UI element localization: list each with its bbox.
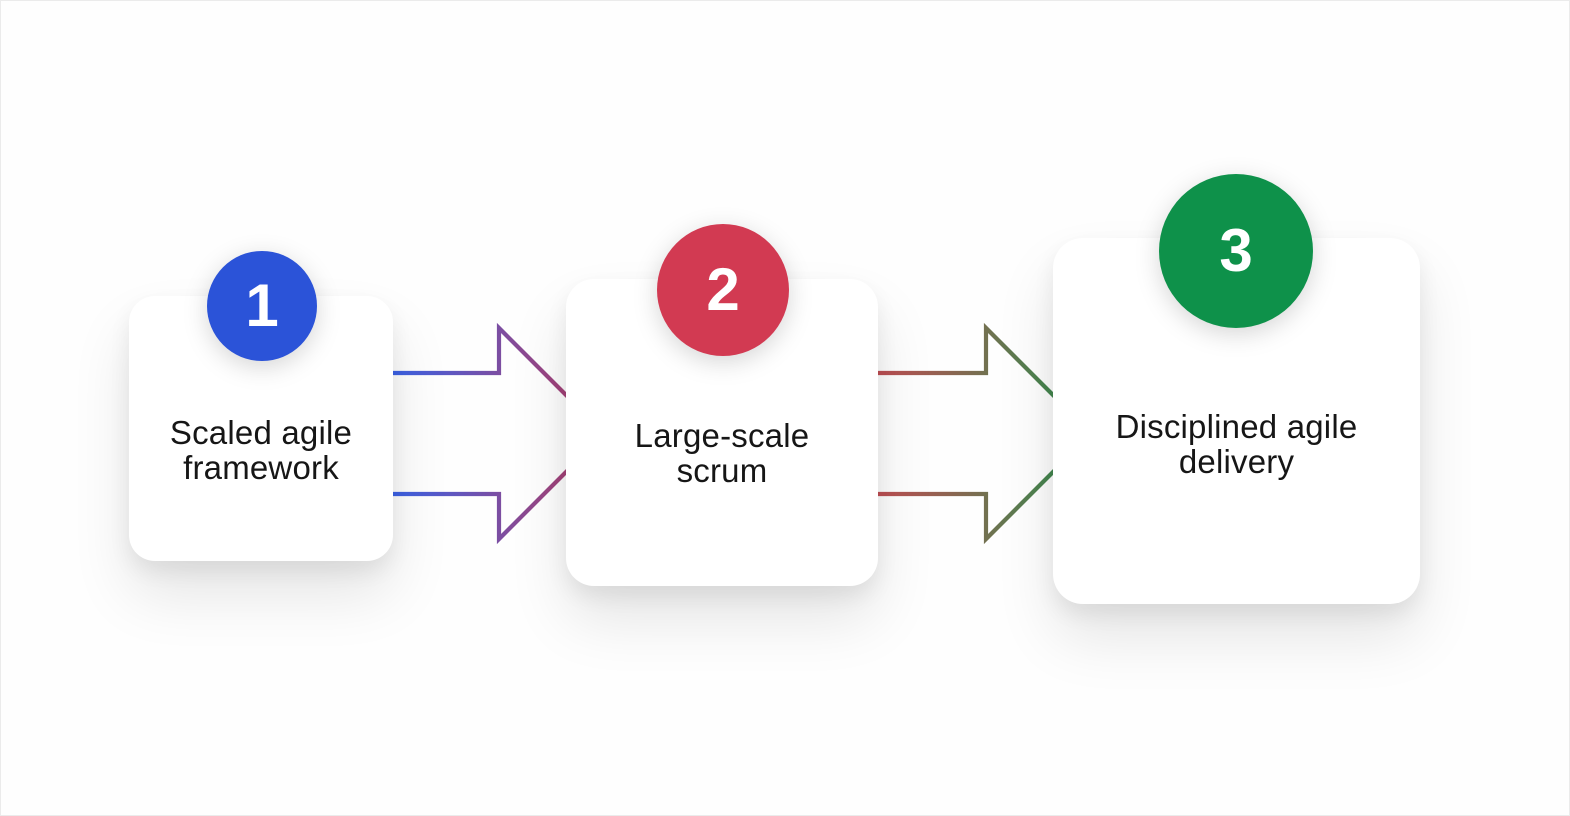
step-number-badge-3: 3 <box>1159 174 1313 328</box>
step-number-badge-2: 2 <box>657 224 789 356</box>
step-number-2: 2 <box>706 256 740 323</box>
step-label-3: Disciplined agile delivery <box>1115 408 1358 480</box>
step-number-badge-1: 1 <box>207 251 317 361</box>
step-number-1: 1 <box>245 272 279 339</box>
step-label-2: Large-scale scrum <box>634 417 810 489</box>
step-number-3: 3 <box>1219 217 1253 284</box>
step-label-1: Scaled agile framework <box>169 414 353 486</box>
